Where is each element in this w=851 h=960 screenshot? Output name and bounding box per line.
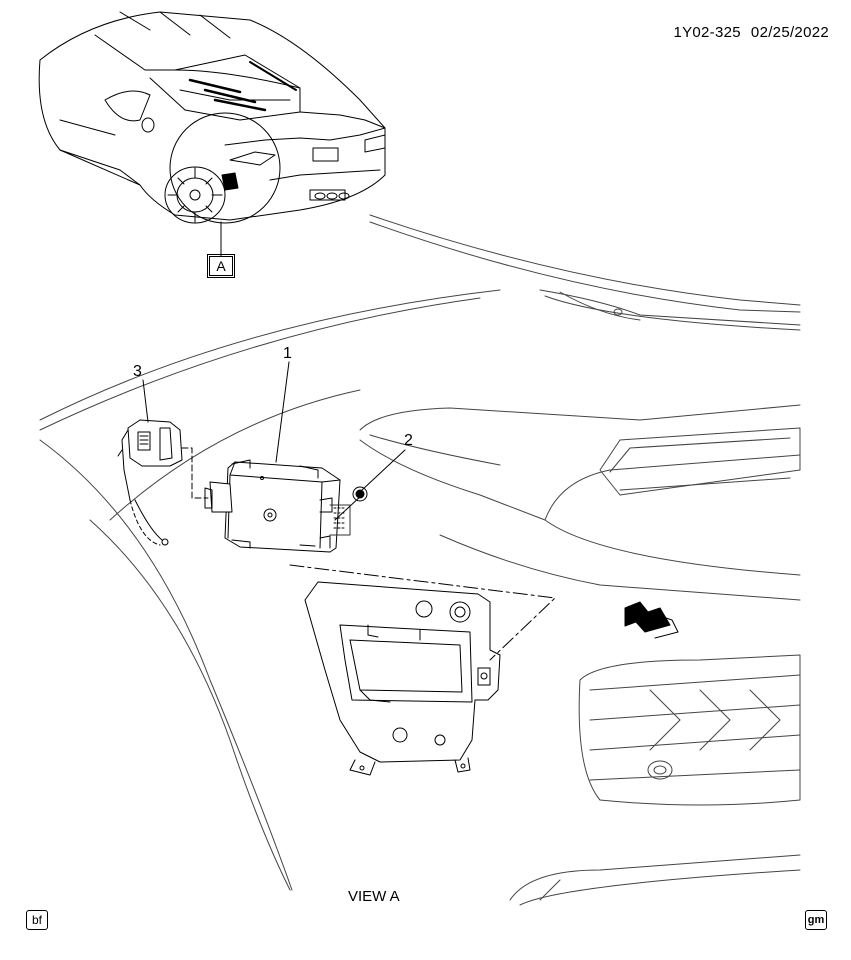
part-1-module: [204, 459, 351, 553]
document-id: 1Y02-325: [673, 24, 741, 41]
view-a-background: [39, 214, 801, 906]
document-date: 02/25/2022: [750, 24, 829, 41]
drawing-header: 1Y02-325 02/25/2022: [663, 24, 829, 41]
front-direction-arrow: [624, 601, 679, 639]
callout-3: 3: [133, 363, 142, 380]
overview-vehicle: [38, 11, 386, 257]
callout-1: 1: [283, 345, 292, 362]
leader-lines: [142, 361, 556, 661]
mounting-bracket: [304, 581, 501, 776]
view-a-label: VIEW A: [348, 888, 400, 905]
detail-a-marker: A: [207, 254, 235, 278]
bf-badge: bf: [26, 910, 48, 930]
callout-2: 2: [404, 432, 413, 449]
gm-logo-badge: gm: [805, 910, 827, 930]
part-3-harness: [117, 419, 209, 546]
part-2-nut: [352, 486, 368, 502]
